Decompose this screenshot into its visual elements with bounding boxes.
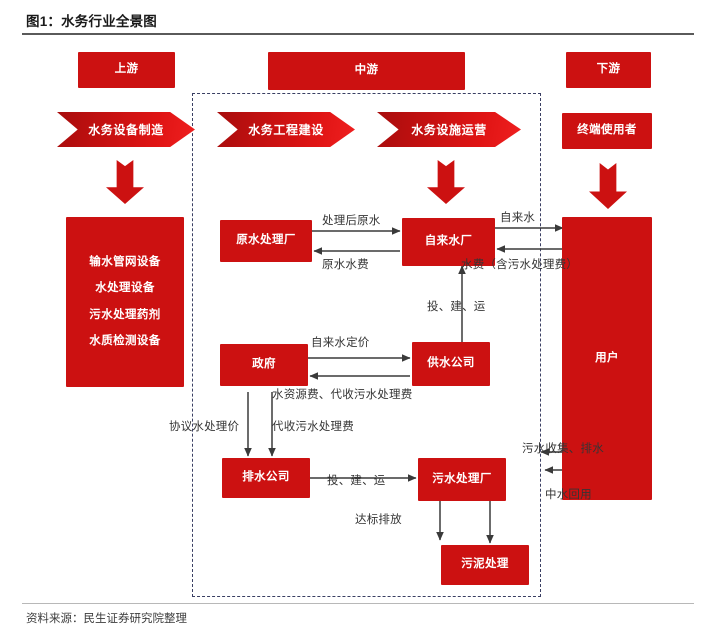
node-water-supply-company: 供水公司: [412, 342, 490, 386]
node-sludge-treatment: 污泥处理: [441, 545, 529, 585]
node-raw-water-plant: 原水处理厂: [220, 220, 312, 262]
arrow-down-upstream: [106, 160, 144, 204]
node-government: 政府: [220, 344, 308, 386]
node-sewage-treatment-plant: 污水处理厂: [418, 458, 506, 501]
edge-label-water-fee-including-sewage: 水费（含污水处理费）: [461, 259, 578, 271]
edge-label-sewage-collection-drainage: 污水收集、排水: [522, 443, 604, 455]
edge-label-invest-build-operate-lower: 投、建、运: [327, 475, 386, 487]
node-drainage-company: 排水公司: [222, 458, 310, 498]
edge-label-compliant-discharge: 达标排放: [355, 514, 402, 526]
upstream-product-item: 输水管网设备: [89, 256, 161, 268]
page-title: 图1：水务行业全景图: [26, 14, 158, 29]
node-tap-water-plant: 自来水厂: [402, 218, 495, 266]
figure-source: 资料来源：民生证券研究院整理: [26, 613, 187, 625]
chevron-facility-operation: 水务设施运营: [377, 112, 521, 147]
arrow-down-downstream: [589, 163, 627, 209]
upstream-product-item: 污水处理药剂: [89, 308, 161, 321]
edge-label-invest-build-operate-upper: 投、建、运: [427, 301, 486, 313]
edge-label-raw-water-fee: 原水水费: [322, 259, 369, 271]
upstream-product-item: 水处理设备: [95, 282, 155, 295]
tier-box-upstream: 上游: [78, 52, 175, 88]
tier-box-downstream: 下游: [566, 52, 651, 88]
title-divider: [22, 33, 694, 35]
chevron-equipment-manufacturing: 水务设备制造: [57, 112, 195, 147]
user-box: 用户: [562, 217, 652, 500]
end-user-box: 终端使用者: [562, 113, 652, 149]
edge-label-treated-raw-water: 处理后原水: [322, 215, 381, 227]
chevron-engineering-construction: 水务工程建设: [217, 112, 355, 147]
upstream-products-box: 输水管网设备 水处理设备 污水处理药剂 水质检测设备: [66, 217, 184, 387]
footer-divider: [22, 603, 694, 604]
edge-label-tap-water: 自来水: [500, 212, 536, 224]
upstream-product-item: 水质检测设备: [89, 334, 161, 347]
edge-label-tap-water-pricing: 自来水定价: [311, 337, 370, 349]
edge-label-agreed-treatment-price: 协议水处理价: [169, 421, 240, 433]
edge-label-water-resource-fee: 水资源费、代收污水处理费: [272, 389, 413, 401]
midstream-dashed-zone: [192, 93, 541, 597]
tier-box-midstream: 中游: [268, 52, 465, 90]
edge-label-collect-sewage-fee: 代收污水处理费: [272, 421, 354, 433]
edge-label-reclaimed-water-reuse: 中水回用: [545, 489, 592, 501]
